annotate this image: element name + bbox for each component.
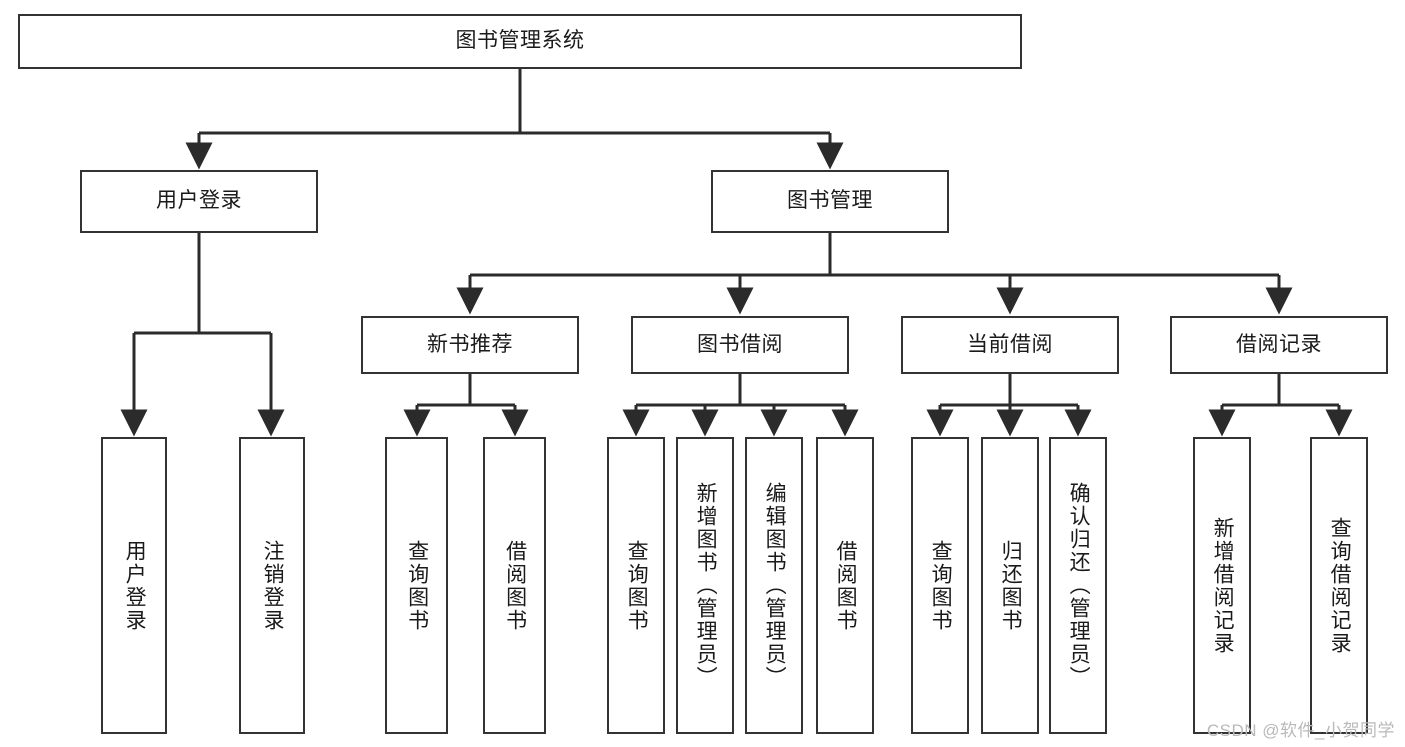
node-user-login[interactable]: 用户登录: [80, 170, 318, 233]
csdn-watermark: CSDN @软件_小贺同学: [1206, 721, 1395, 740]
node-leaf-add-book-label: 新增图书（管理员）: [694, 482, 718, 689]
node-current-borrow[interactable]: 当前借阅: [901, 316, 1119, 374]
node-leaf-query-record-label: 查询借阅记录: [1328, 516, 1352, 655]
node-user-login-label: 用户登录: [156, 189, 242, 213]
node-leaf-logout[interactable]: 注销登录: [239, 437, 305, 734]
node-leaf-confirm-return[interactable]: 确认归还（管理员）: [1049, 437, 1107, 734]
node-book-manage-label: 图书管理: [787, 189, 873, 213]
node-leaf-add-record-label: 新增借阅记录: [1211, 516, 1235, 655]
node-root-label: 图书管理系统: [455, 29, 585, 53]
node-book-manage[interactable]: 图书管理: [711, 170, 949, 233]
node-root[interactable]: 图书管理系统: [18, 14, 1022, 69]
node-leaf-add-record[interactable]: 新增借阅记录: [1193, 437, 1251, 734]
node-leaf-edit-book-label: 编辑图书（管理员）: [763, 482, 787, 689]
node-leaf-edit-book[interactable]: 编辑图书（管理员）: [745, 437, 803, 734]
node-leaf-query-book-2[interactable]: 查询图书: [607, 437, 665, 734]
node-leaf-return-book-label: 归还图书: [999, 539, 1023, 632]
node-leaf-user-login[interactable]: 用户登录: [101, 437, 167, 734]
node-leaf-logout-label: 注销登录: [261, 539, 285, 632]
node-leaf-query-book-3[interactable]: 查询图书: [911, 437, 969, 734]
node-new-book-rec[interactable]: 新书推荐: [361, 316, 579, 374]
node-leaf-query-book-2-label: 查询图书: [625, 539, 649, 632]
node-current-borrow-label: 当前借阅: [967, 332, 1053, 356]
node-book-borrow[interactable]: 图书借阅: [631, 316, 849, 374]
node-borrow-record[interactable]: 借阅记录: [1170, 316, 1388, 374]
node-leaf-borrow-book-1-label: 借阅图书: [503, 539, 527, 632]
node-leaf-return-book[interactable]: 归还图书: [981, 437, 1039, 734]
node-leaf-confirm-return-label: 确认归还（管理员）: [1067, 482, 1091, 689]
node-leaf-borrow-book-2-label: 借阅图书: [834, 539, 858, 632]
node-leaf-add-book[interactable]: 新增图书（管理员）: [676, 437, 734, 734]
node-leaf-borrow-book-1[interactable]: 借阅图书: [483, 437, 546, 734]
node-book-borrow-label: 图书借阅: [697, 332, 783, 356]
node-leaf-query-record[interactable]: 查询借阅记录: [1310, 437, 1368, 734]
node-leaf-user-login-label: 用户登录: [123, 539, 147, 632]
node-borrow-record-label: 借阅记录: [1236, 332, 1322, 356]
node-new-book-rec-label: 新书推荐: [427, 332, 513, 356]
node-leaf-query-book-1-label: 查询图书: [405, 539, 429, 632]
node-leaf-query-book-3-label: 查询图书: [929, 539, 953, 632]
node-leaf-query-book-1[interactable]: 查询图书: [385, 437, 448, 734]
node-leaf-borrow-book-2[interactable]: 借阅图书: [816, 437, 874, 734]
